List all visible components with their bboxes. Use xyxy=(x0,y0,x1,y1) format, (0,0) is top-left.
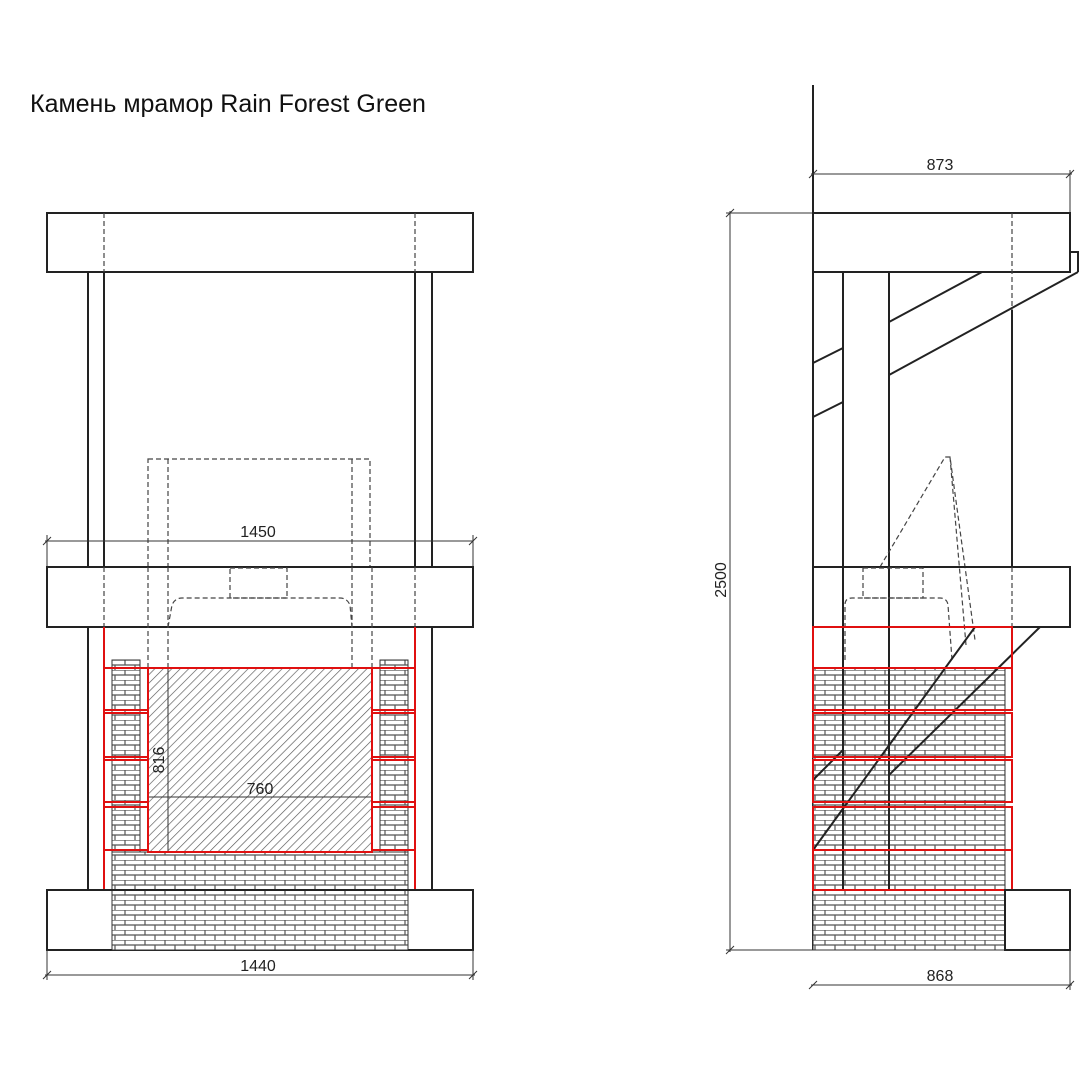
dim-top-width: 1450 xyxy=(240,524,276,541)
side-brickwork xyxy=(812,667,1006,951)
drawing-title: Камень мрамор Rain Forest Green xyxy=(30,90,426,118)
mantel-beam-side xyxy=(812,566,1071,628)
dim-top-depth: 873 xyxy=(927,157,954,174)
dim-1440: 1440 xyxy=(42,950,478,980)
base-side xyxy=(1004,889,1071,951)
dim-total-height: 2500 xyxy=(713,562,730,598)
red-bands-side xyxy=(812,626,1013,891)
dim-firebox-height: 816 xyxy=(151,747,168,774)
front-view: 1450 760 816 xyxy=(42,212,478,980)
dim-firebox-width: 760 xyxy=(247,781,274,798)
dim-2500: 2500 xyxy=(713,208,813,955)
dim-873: 873 xyxy=(808,157,1075,213)
mantel-beam xyxy=(46,566,474,628)
top-beam xyxy=(46,212,474,273)
top-beam-side xyxy=(812,212,1071,273)
red-bands-right xyxy=(371,667,416,851)
left-post xyxy=(87,272,105,890)
dim-base-width: 1440 xyxy=(240,958,276,975)
dim-base-depth: 868 xyxy=(927,968,954,985)
chimney-outline xyxy=(879,456,976,646)
firebox xyxy=(148,668,372,852)
side-view: 873 2500 xyxy=(713,85,1079,990)
dim-868: 868 xyxy=(808,950,1075,990)
right-post xyxy=(414,272,433,890)
dim-1450: 1450 xyxy=(42,524,478,567)
red-bands-left xyxy=(103,667,149,851)
hood-outline xyxy=(147,458,371,568)
